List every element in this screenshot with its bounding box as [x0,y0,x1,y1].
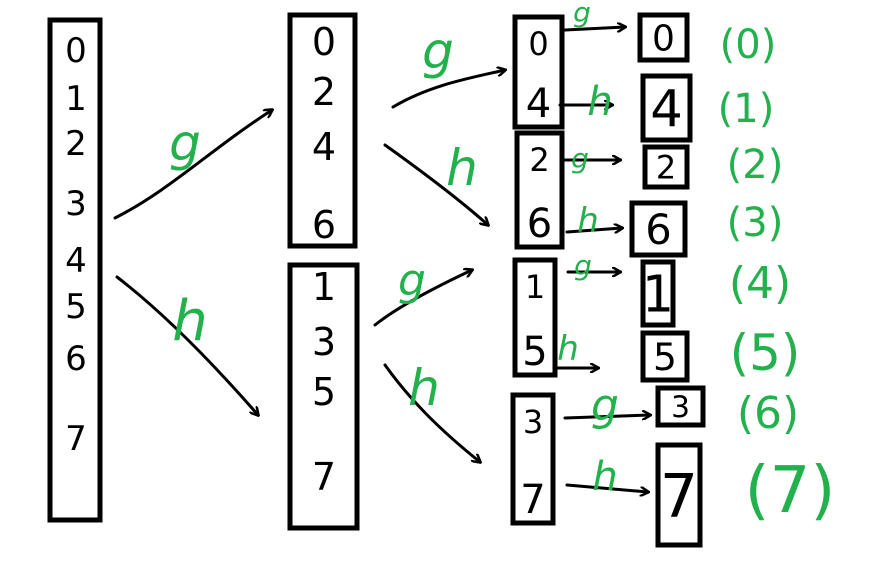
result-index: (2) [727,142,784,188]
stage2-digit: 5 [522,329,547,375]
stage2-digit: 0 [528,25,548,63]
input-digit: 6 [65,339,87,379]
stage3-label: g [591,380,619,431]
leaf-box [629,200,688,258]
stage2-digit: 2 [529,141,549,179]
h-arrow-odd [115,275,258,415]
leaf-digit: 3 [671,390,690,424]
leaf-digit: 2 [656,149,676,187]
stage2-digit: 6 [527,201,552,247]
stage3-label: g [571,142,589,175]
odd-box [287,262,360,531]
stage2-box [512,14,565,130]
result-index: (3) [727,200,784,246]
odd-digit: 3 [312,320,336,364]
g-arrow-even [113,110,272,220]
stage2-box [512,257,558,378]
stage3-label: g [574,249,592,282]
stage2-digit: 1 [525,268,545,306]
stage2-digit: 3 [523,403,543,441]
stage3-arrow [563,27,625,30]
leaf-box [642,144,690,190]
input-digit: 3 [65,184,87,224]
stage3-arrow [565,228,622,232]
h-label: h [172,289,208,354]
odd-digit: 7 [312,455,336,499]
result-index: (4) [729,258,791,309]
h-arrow-1 [383,143,488,225]
leaf-digit: 5 [653,335,677,379]
input-digit: 0 [65,31,87,71]
even-box [287,12,358,249]
stage2-digit: 4 [526,81,551,127]
stage3-label: h [587,79,612,125]
leaf-box [655,385,706,428]
stage2-label: g [422,22,454,80]
result-index: (7) [745,454,836,528]
stage2-label: h [408,359,440,417]
result-index: (6) [737,388,799,439]
input-digit: 7 [65,419,87,459]
stage2-digit: 7 [520,477,545,523]
stage3-label: h [557,329,579,369]
stage2-box [514,130,565,250]
stage3-label: h [577,201,599,241]
g-arrow-2 [373,270,472,327]
even-digit: 0 [312,20,336,64]
stage3-label: h [592,454,617,500]
g-arrow-1 [391,70,505,109]
leaf-box [640,73,693,143]
input-digit: 1 [65,79,87,119]
leaf-box [655,442,703,548]
input-box [47,17,103,523]
input-digit: 5 [65,287,87,327]
result-index: (5) [730,324,801,382]
stage2-label: h [446,139,478,197]
leaf-digit: 0 [652,18,675,59]
leaf-digit: 6 [645,205,671,254]
leaf-digit: 4 [650,79,683,139]
even-digit: 2 [312,70,336,114]
h-arrow-2 [383,363,480,462]
stage3-arrow [565,483,648,492]
stage3-label: g [573,0,591,29]
even-digit: 6 [312,203,336,247]
stage3-arrow [563,415,650,418]
result-index: (0) [720,22,777,68]
even-digit: 4 [312,125,336,169]
odd-digit: 1 [312,265,336,309]
leaf-digit: 7 [660,462,698,532]
leaf-box [637,12,690,63]
stage2-label: g [398,255,426,306]
input-digit: 4 [65,241,87,281]
g-label: g [169,114,201,172]
leaf-digit: 1 [642,265,674,324]
stage2-box [510,392,556,526]
result-index: (1) [718,86,775,132]
leaf-box [640,259,676,328]
leaf-box [640,330,690,383]
odd-digit: 5 [312,370,336,414]
input-digit: 2 [65,124,87,164]
